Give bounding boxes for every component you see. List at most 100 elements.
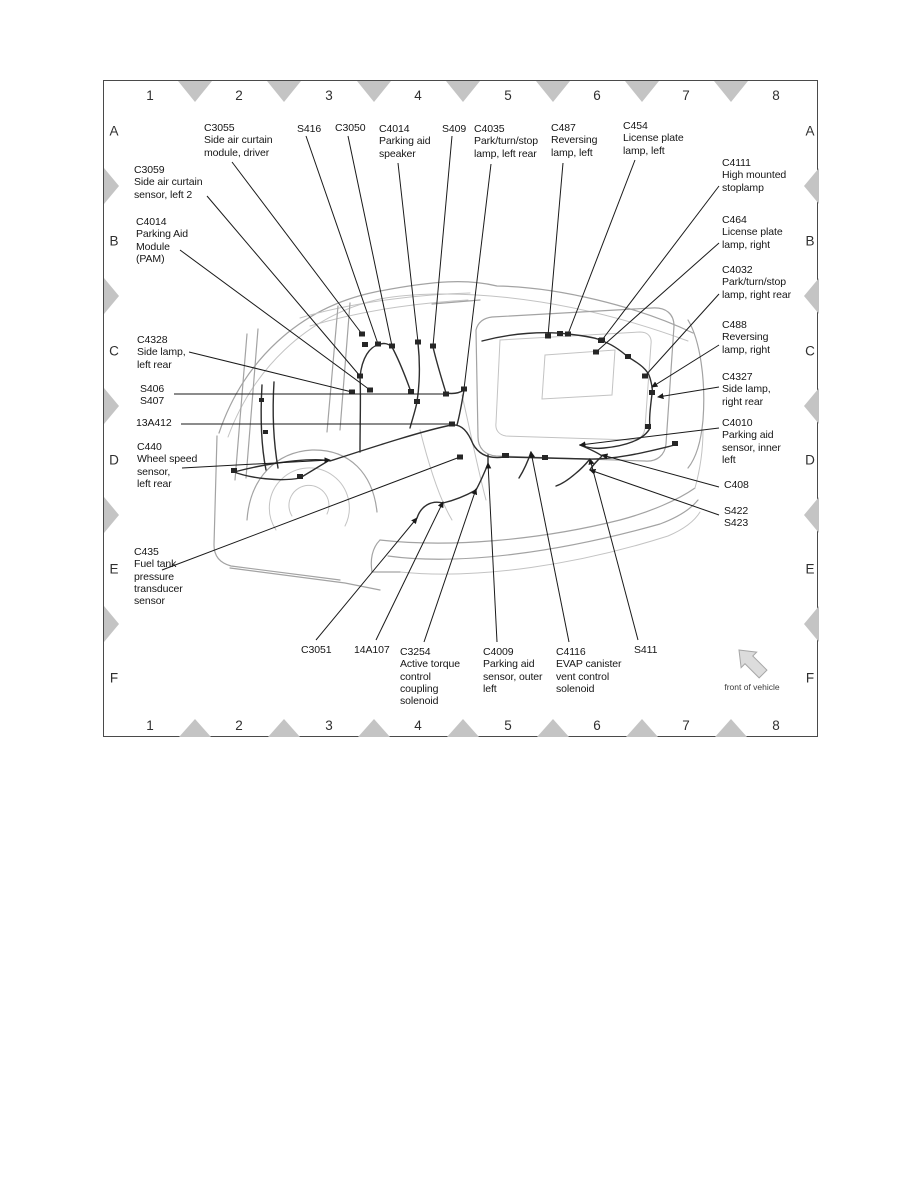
callout-line: transducer — [134, 582, 183, 595]
grid-triangle-bottom — [178, 719, 211, 737]
callout-line: S416 — [297, 123, 322, 135]
callout-line: right rear — [722, 395, 764, 408]
callout-line: C3254 — [400, 646, 431, 658]
callout-line: speaker — [379, 147, 416, 160]
callout-line: solenoid — [556, 682, 595, 695]
callout-line: lamp, right rear — [722, 288, 792, 301]
grid-col-label-bottom-7: 7 — [682, 718, 690, 733]
callout-line: C488 — [722, 319, 747, 331]
callout-C408: C408 — [724, 479, 749, 491]
callout-line: Park/turn/stop — [722, 276, 786, 289]
callout-line: left rear — [137, 477, 172, 490]
grid-row-label-left-A: A — [109, 123, 119, 139]
grid-triangle-right — [804, 496, 819, 533]
grid-col-label-top-7: 7 — [682, 88, 690, 103]
grid-row-label-left-D: D — [109, 452, 119, 468]
grid-row-label-right-C: C — [805, 343, 815, 359]
grid-triangle-top — [446, 81, 480, 102]
callout-line: left — [483, 682, 497, 695]
grid-row-label-right-A: A — [805, 123, 815, 139]
grid-col-label-top-8: 8 — [772, 88, 780, 103]
callout-line: lamp, right — [722, 343, 770, 356]
grid-col-label-bottom-3: 3 — [325, 718, 333, 733]
grid-col-label-top-5: 5 — [504, 88, 512, 103]
grid-triangle-bottom — [268, 719, 300, 737]
callout-line: Side air curtain — [204, 134, 273, 147]
callout-line: stoplamp — [722, 181, 764, 194]
callout-line: Parking aid — [483, 658, 535, 671]
grid-row-label-left-E: E — [109, 561, 119, 577]
callout-line: C4327 — [722, 371, 753, 383]
callout-line: solenoid — [400, 695, 439, 708]
callout-line: lamp, right — [722, 238, 770, 251]
grid-triangle-bottom — [447, 719, 479, 737]
grid-triangle-left — [104, 278, 119, 314]
diagram-frame — [103, 80, 818, 737]
callout-line: C4328 — [137, 334, 168, 346]
grid-triangle-top — [535, 81, 570, 102]
callout-S416: S416 — [297, 123, 321, 135]
grid-triangle-left — [104, 496, 119, 533]
callout-line: coupling — [400, 682, 439, 695]
callout-line: C4111 — [722, 157, 751, 169]
grid-row-label-right-F: F — [805, 670, 815, 686]
callout-line: C408 — [724, 479, 749, 491]
callout-line: C454 — [623, 120, 648, 132]
grid-triangle-bottom — [357, 719, 390, 737]
grid-triangle-left — [104, 168, 119, 204]
grid-col-label-bottom-6: 6 — [593, 718, 601, 733]
grid-row-label-left-F: F — [109, 670, 119, 686]
callout-line: pressure — [134, 570, 175, 583]
grid-row-label-right-D: D — [805, 452, 815, 468]
callout-S409: S409 — [442, 123, 466, 135]
callout-line: Side lamp, — [137, 346, 186, 359]
callout-line: sensor, — [137, 465, 171, 478]
grid-col-label-bottom-8: 8 — [772, 718, 780, 733]
callout-line: S422 — [724, 505, 749, 517]
callout-line: Park/turn/stop — [474, 135, 538, 148]
grid-triangle-top — [714, 81, 748, 102]
grid-col-label-top-1: 1 — [146, 88, 154, 103]
callout-line: vent control — [556, 670, 610, 683]
callout-line: sensor, inner — [722, 441, 781, 454]
callout-C3051: C3051 — [301, 644, 332, 656]
grid-triangle-right — [804, 278, 819, 314]
grid-triangle-bottom — [715, 719, 747, 737]
callout-line: S409 — [442, 123, 467, 135]
callout-line: C4035 — [474, 123, 505, 135]
callout-line: Side air curtain — [134, 176, 203, 189]
callout-13A412: 13A412 — [136, 417, 172, 429]
callout-line: License plate — [623, 132, 684, 145]
callout-line: EVAP canister — [556, 658, 622, 671]
callout-line: C435 — [134, 546, 159, 558]
callout-line: C487 — [551, 122, 576, 134]
callout-line: C464 — [722, 214, 747, 226]
grid-row-label-right-E: E — [805, 561, 815, 577]
callout-line: C3050 — [335, 122, 366, 134]
callout-line: C4014 — [136, 216, 167, 228]
callout-line: C4116 — [556, 646, 586, 658]
callout-line: lamp, left — [551, 146, 593, 159]
callout-line: sensor, outer — [483, 670, 543, 683]
grid-col-label-bottom-2: 2 — [235, 718, 243, 733]
callout-C3050: C3050 — [335, 122, 366, 134]
callout-line: C4014 — [379, 123, 410, 135]
callout-line: Parking aid — [379, 135, 431, 148]
callout-S411: S411 — [634, 644, 657, 656]
grid-triangle-top — [177, 81, 212, 102]
grid-triangle-right — [804, 387, 819, 424]
callout-line: Active torque — [400, 658, 460, 671]
